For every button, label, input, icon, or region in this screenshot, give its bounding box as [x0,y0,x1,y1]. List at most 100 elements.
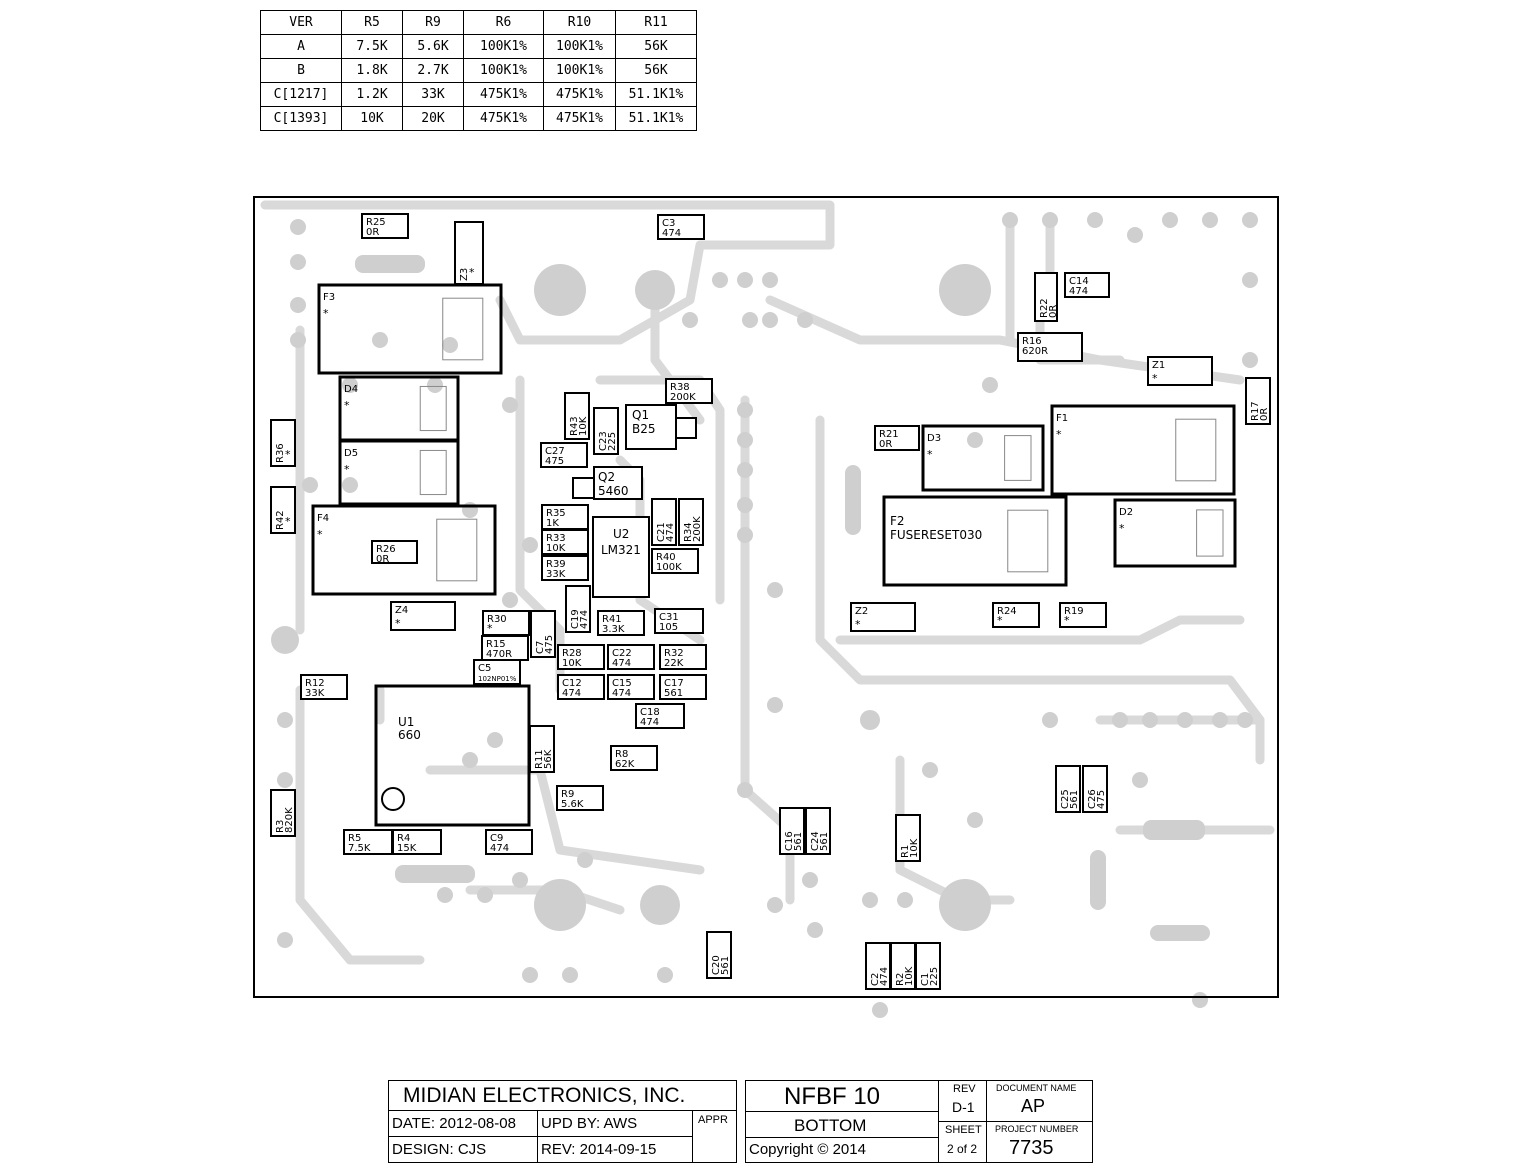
table-cell: 475K1% [463,82,544,107]
via-pad [502,592,518,608]
component-pad-outline [1004,435,1032,481]
component-outline [541,555,589,581]
via-pad [487,732,503,748]
component-outline [659,674,707,700]
via-pad [737,497,753,513]
component-ref-label: C21 [656,522,667,542]
component-outline [317,283,503,375]
component-d3: D3* [921,424,1045,492]
component-outline [1082,765,1108,813]
component-ref-label: R1 [900,845,911,858]
component-ref-label: R35 [546,508,566,519]
component-ref-label: C9 [490,833,503,844]
via-pad [437,887,453,903]
component-outline [481,635,529,661]
mounting-pad [271,626,299,654]
via-pad [982,377,998,393]
component-pad-outline [1196,509,1224,557]
component-outline [343,829,393,855]
component-outline [557,644,605,670]
component-ref-label: F3 [323,292,335,303]
component-outline [882,495,1068,587]
component-value-label: LM321 [601,543,641,557]
pin1-marker: * [997,614,1003,627]
component-ref-label: R39 [546,559,566,570]
pin1-marker: * [487,622,493,635]
component-value-label: 0R [1259,408,1270,421]
component-value-label: 474 [612,658,631,669]
via-pad [342,477,358,493]
via-pad [807,922,823,938]
component-value-label: 470R [486,649,512,660]
component-outline [895,814,921,862]
via-pad [277,712,293,728]
component-ref-label: Z4 [395,605,408,616]
via-pad [1162,212,1178,228]
pin1-marker: * [1152,372,1158,385]
component-outline [1055,765,1081,813]
component-outline [270,419,296,467]
table-cell: 475K1% [543,106,616,131]
component-ref-label: C2 [870,973,881,986]
component-outline [557,674,605,700]
component-ref-label: Z2 [855,606,868,617]
component-outline [1064,272,1110,298]
via-pad [477,887,493,903]
component-outline [1050,404,1236,496]
mounting-pad [640,885,680,925]
transistor-tab [675,417,697,439]
pin1-dot [381,787,405,811]
via-pad [767,697,783,713]
table-header-cell: R5 [341,10,403,35]
component-value-label: 561 [1069,790,1080,809]
table-cell: 475K1% [543,82,616,107]
component-ref-label: D3 [927,433,941,444]
pin1-marker: * [1056,428,1062,441]
table-row: C[1217] 1.2K 33K 475K1% 475K1% 51.1K1% [260,82,697,107]
table-cell: 51.1K1% [615,106,697,131]
pin1-marker: * [344,399,350,412]
component-ref-label: C19 [570,609,581,629]
component-ref-label: Q2 [598,470,615,484]
component-value-label: 3.3K [602,624,625,635]
table-cell: 2.7K [402,58,464,83]
via-pad [712,272,728,288]
component-outline [300,674,348,700]
component-ref-label: C22 [612,648,632,659]
component-ref-label: R43 [569,416,580,436]
component-ref-label: R17 [1250,401,1261,421]
table-cell: 51.1K1% [615,82,697,107]
component-r9: R95.6K [556,785,604,811]
component-ref-label: R22 [1039,298,1050,318]
component-ref-label: C12 [562,678,582,689]
via-pad [290,254,306,270]
table-cell: B [260,58,342,83]
component-outline [992,602,1040,628]
component-outline [374,684,531,827]
component-f1: F1 * [1050,404,1236,496]
component-ref-label: R3 [275,820,286,833]
component-z2: Z2* [850,602,916,632]
component-ref-label: R19 [1064,606,1084,617]
component-z3: Z3* [454,221,484,285]
component-outline [270,486,296,534]
component-ref-label: R25 [366,217,386,228]
component-outline [597,610,645,636]
component-ref-label: R21 [879,429,899,440]
component-outline [1147,356,1213,386]
component-ref-label: F1 [1056,413,1068,424]
component-ref-label: R12 [305,678,325,689]
component-outline [556,785,604,811]
component-ref-label: R16 [1022,336,1042,347]
component-value-label: 474 [879,967,890,986]
component-pad-outline [419,385,447,432]
component-ref-label: R4 [397,833,410,844]
